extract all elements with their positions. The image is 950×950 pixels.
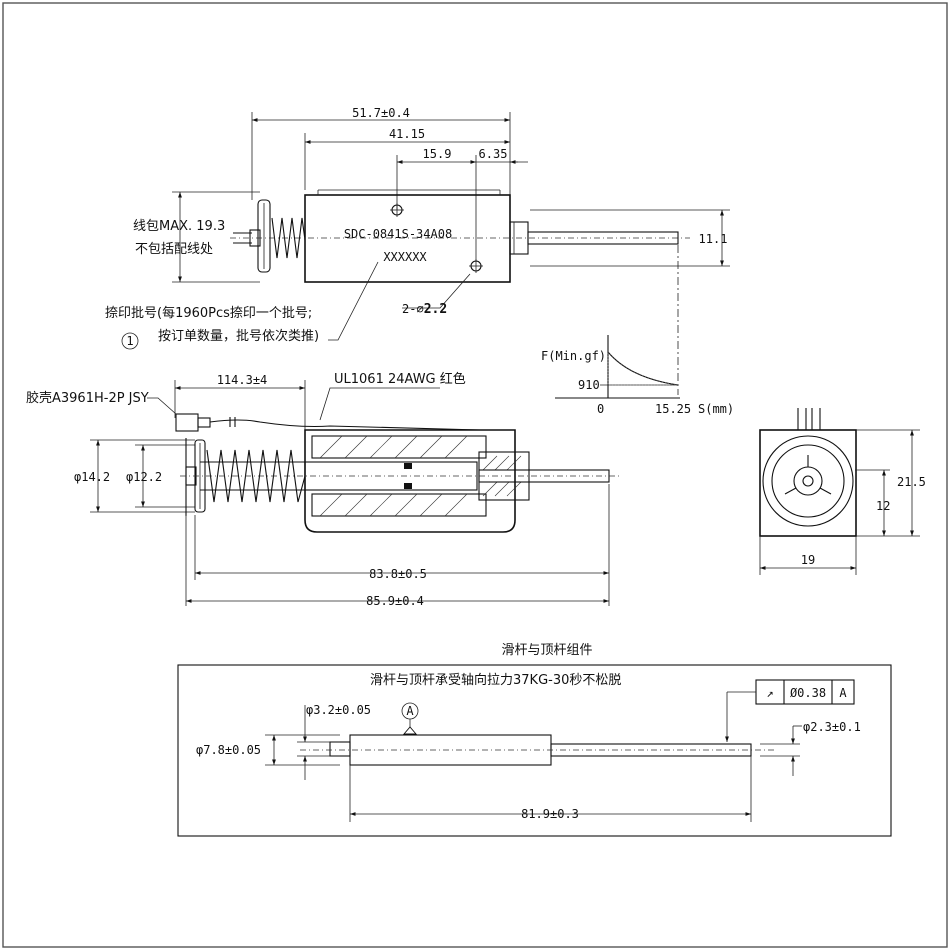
dim-small-dia: φ3.2±0.05 bbox=[306, 703, 371, 717]
dim-dia-inner: φ12.2 bbox=[126, 470, 162, 484]
section-title: 滑杆与顶杆组件 bbox=[501, 643, 592, 658]
plunger-assembly: 滑杆与顶杆组件 滑杆与顶杆承受轴向拉力37KG-30秒不松脱 ↗ Ø0.38 A… bbox=[177, 643, 892, 837]
dim-length-b: 85.9±0.4 bbox=[366, 594, 424, 608]
dim-height: 11.1 bbox=[699, 232, 728, 246]
graph-x-label: S(mm) bbox=[698, 402, 734, 416]
batch-code: XXXXXX bbox=[383, 250, 427, 264]
graph-x-value: 15.25 bbox=[655, 402, 691, 416]
tolerance-frame: ↗ Ø0.38 A bbox=[725, 679, 855, 742]
dim-end-center: 12 bbox=[876, 499, 890, 513]
end-view: 21.5 12 19 bbox=[759, 408, 926, 575]
note-marker: 1 bbox=[126, 334, 133, 348]
hole-callout: 2-∅2.2 bbox=[402, 302, 447, 317]
print-note-line2: 按订单数量，批号依次类推) bbox=[158, 328, 319, 344]
dim-large-dia: φ7.8±0.05 bbox=[196, 743, 261, 757]
force-stroke-graph: F(Min.gf) 910 0 15.25 S(mm) bbox=[541, 335, 734, 416]
graph-origin: 0 bbox=[597, 402, 604, 416]
housing-label: 胶壳A3961H-2P JSY bbox=[26, 390, 149, 406]
dim-body-length: 41.15 bbox=[389, 127, 425, 141]
tolerance-value: Ø0.38 bbox=[790, 686, 826, 700]
dim-hole-offset-b: 6.35 bbox=[479, 147, 508, 161]
dim-pin-dia: φ2.3±0.1 bbox=[803, 720, 861, 734]
wire-label: UL1061 24AWG 红色 bbox=[334, 371, 466, 387]
dim-dia-outer: φ14.2 bbox=[74, 470, 110, 484]
hole-callout-prefix: 2-∅ bbox=[402, 302, 424, 316]
dim-length-a: 83.8±0.5 bbox=[369, 567, 427, 581]
coil-note-line1: 线包MAX. 19.3 bbox=[133, 219, 225, 234]
model-number: SDC-0841S-34A08 bbox=[344, 227, 452, 241]
dim-end-height: 21.5 bbox=[897, 475, 926, 489]
print-note-line1: 捺印批号(每1960Pcs捺印一个批号; bbox=[105, 305, 312, 321]
dim-hole-offset-a: 15.9 bbox=[423, 147, 452, 161]
axial-force-note: 滑杆与顶杆承受轴向拉力37KG-30秒不松脱 bbox=[370, 672, 621, 688]
graph-y-value: 910 bbox=[578, 378, 600, 392]
tolerance-datum: A bbox=[839, 686, 847, 700]
dim-end-width: 19 bbox=[801, 553, 815, 567]
hole-callout-value: 2.2 bbox=[424, 302, 447, 317]
top-view: 51.7±0.4 41.15 15.9 6.35 线包MAX. 19.3 不包括… bbox=[105, 106, 730, 395]
side-view: 114.3±4 胶壳A3961H-2P JSY UL1061 24AWG 红色 … bbox=[26, 371, 620, 608]
datum-marker: A bbox=[406, 704, 414, 718]
dim-wire-length: 114.3±4 bbox=[217, 373, 268, 387]
graph-y-label: F(Min.gf) bbox=[541, 349, 606, 363]
runout-icon: ↗ bbox=[766, 686, 773, 700]
dim-plunger-length: 81.9±0.3 bbox=[521, 807, 579, 821]
dim-overall-length: 51.7±0.4 bbox=[352, 106, 410, 120]
coil-note-line2: 不包括配线处 bbox=[135, 242, 213, 257]
